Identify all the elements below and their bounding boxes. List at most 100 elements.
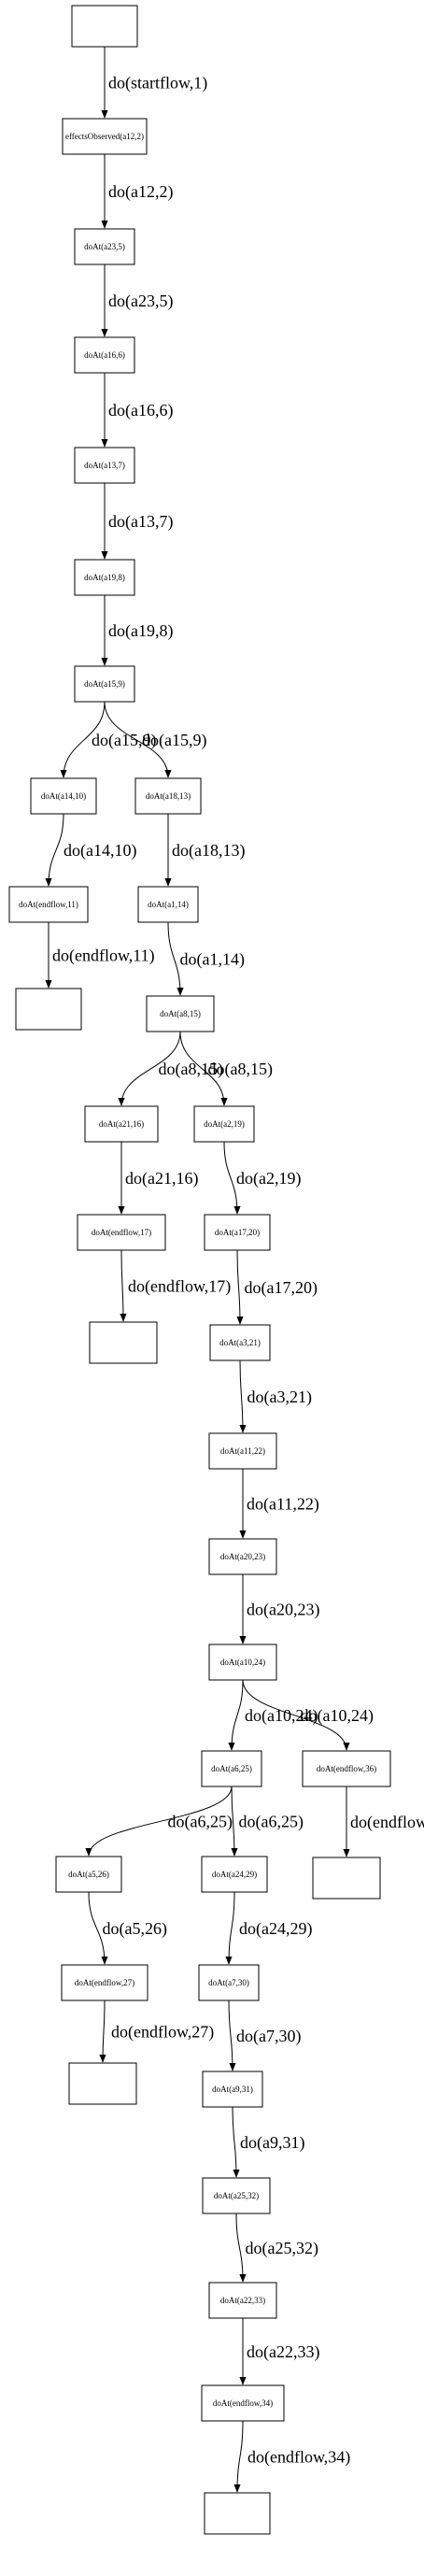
- node-label: effectsObserved(a12,2): [65, 132, 144, 141]
- graph-node: doAt(endflow,11): [8, 886, 89, 923]
- edge-arrow: [45, 813, 64, 887]
- node-box: [15, 988, 82, 1031]
- edge-arrow: [104, 701, 172, 778]
- graph-node: doAt(a6,25): [201, 1750, 262, 1787]
- node-label: doAt(a17,20): [215, 1228, 260, 1237]
- node-box: [312, 1857, 381, 1900]
- graph-node: doAt(a5,26): [55, 1856, 122, 1893]
- graph-node: doAt(a24,29): [201, 1856, 268, 1893]
- edge-label: do(a8,15): [208, 1060, 273, 1079]
- edge-label: do(a14,10): [64, 841, 136, 861]
- node-label: doAt(a20,23): [220, 1552, 265, 1561]
- node-label: doAt(a1,14): [148, 900, 189, 909]
- edge-label: do(startflow,1): [108, 74, 207, 93]
- node-box: [302, 1750, 391, 1787]
- node-label: doAt(a14,10): [41, 791, 86, 801]
- node-box: [74, 559, 135, 596]
- node-label: doAt(a13,7): [84, 461, 125, 470]
- node-label: doAt(endflow,11): [19, 900, 78, 909]
- node-box: [74, 336, 135, 374]
- graph-node: doAt(a18,13): [134, 777, 202, 815]
- edge-arrow: [231, 1786, 238, 1857]
- node-box: [8, 886, 89, 923]
- edge-arrow: [99, 2000, 106, 2063]
- node-label: doAt(a11,22): [220, 1446, 265, 1456]
- node-label: doAt(a5,26): [68, 1870, 109, 1879]
- graph-node: doAt(a10,24): [208, 1644, 277, 1681]
- node-label: doAt(a25,32): [214, 2191, 259, 2200]
- graph-node: doAt(a11,22): [208, 1432, 277, 1470]
- graph-node: doAt(a21,16): [84, 1105, 159, 1143]
- node-box: [201, 1750, 262, 1787]
- node-box: [204, 2492, 271, 2535]
- node-box: [208, 2282, 277, 2319]
- node-label: doAt(a24,29): [212, 1870, 257, 1879]
- edge-label: do(a16,6): [108, 401, 173, 420]
- graph-node: doAt(a17,20): [204, 1214, 271, 1251]
- edge-label: do(a3,21): [247, 1388, 312, 1407]
- edge-label: do(a5,26): [103, 1919, 167, 1939]
- edge-label: do(a6,25): [168, 1813, 233, 1832]
- node-box: [208, 1644, 277, 1681]
- edge-arrow: [228, 1679, 244, 1751]
- edge-label: do(a15,9): [92, 731, 156, 750]
- node-label: doAt(a15,9): [84, 679, 125, 689]
- graph-node: doAt(a13,7): [74, 447, 135, 484]
- edge-arrow: [179, 1031, 228, 1106]
- node-box: [198, 1964, 260, 2001]
- node-box: [202, 2177, 271, 2214]
- node-box: [137, 886, 199, 923]
- edge-label: do(a15,9): [142, 731, 206, 750]
- graph-node: doAt(a23,5): [74, 228, 135, 265]
- edge-arrow: [228, 2000, 236, 2071]
- edge-label: do(a23,5): [108, 292, 173, 311]
- graph-node: doAt(a16,6): [74, 336, 135, 374]
- node-box: [204, 1214, 271, 1251]
- node-box: [71, 5, 138, 48]
- edge-arrow: [223, 1141, 241, 1215]
- node-label: doAt(a19,8): [84, 573, 125, 582]
- edge-label: do(a20,23): [247, 1601, 319, 1620]
- edge-arrow: [239, 1359, 247, 1433]
- edge-arrow: [167, 921, 184, 996]
- edge-label: do(a1,14): [180, 950, 245, 970]
- edge-label: do(a22,33): [247, 2342, 319, 2362]
- node-box: [30, 777, 97, 815]
- edge-label: do(a7,30): [236, 2027, 301, 2046]
- graph-node: [312, 1857, 381, 1900]
- graph-node: [68, 2062, 137, 2105]
- node-box: [74, 228, 135, 265]
- node-label: doAt(a10,24): [220, 1658, 265, 1667]
- node-box: [209, 1324, 271, 1361]
- edge-label: do(a13,7): [108, 512, 173, 532]
- edge-label: do(a21,16): [125, 1169, 198, 1188]
- edge-label: do(a11,22): [247, 1495, 319, 1515]
- graph-node: doAt(endflow,36): [302, 1750, 391, 1787]
- edge-arrow: [236, 1249, 244, 1325]
- node-box: [89, 1321, 158, 1364]
- graph-node: doAt(a20,23): [208, 1538, 277, 1575]
- edges-layer: do(startflow,1)do(a12,2)do(a23,5)do(a16,…: [45, 47, 424, 2493]
- edge-arrow: [232, 2106, 240, 2178]
- edge-arrow: [85, 1786, 233, 1857]
- graph-node: doAt(a15,9): [74, 665, 135, 703]
- node-label: doAt(a2,19): [204, 1119, 245, 1129]
- edge-label: do(endflow,17): [128, 1277, 231, 1297]
- node-label: doAt(endflow,36): [317, 1764, 376, 1773]
- node-box: [74, 665, 135, 703]
- graph-node: doAt(a8,15): [146, 995, 215, 1032]
- node-box: [62, 118, 148, 155]
- edge-arrow: [225, 1891, 235, 1965]
- graph-node: doAt(a22,33): [208, 2282, 277, 2319]
- nodes-layer: effectsObserved(a12,2) doAt(a23,5) doAt(a1…: [8, 5, 391, 2535]
- node-label: doAt(endflow,17): [92, 1228, 151, 1237]
- graph-node: doAt(a19,8): [74, 559, 135, 596]
- edge-arrow: [60, 701, 106, 778]
- node-box: [201, 2384, 285, 2422]
- graph-node: doAt(a7,30): [198, 1964, 260, 2001]
- edge-label: do(a10,24): [245, 1706, 318, 1726]
- graph-node: doAt(a1,14): [137, 886, 199, 923]
- node-label: doAt(a18,13): [146, 791, 191, 801]
